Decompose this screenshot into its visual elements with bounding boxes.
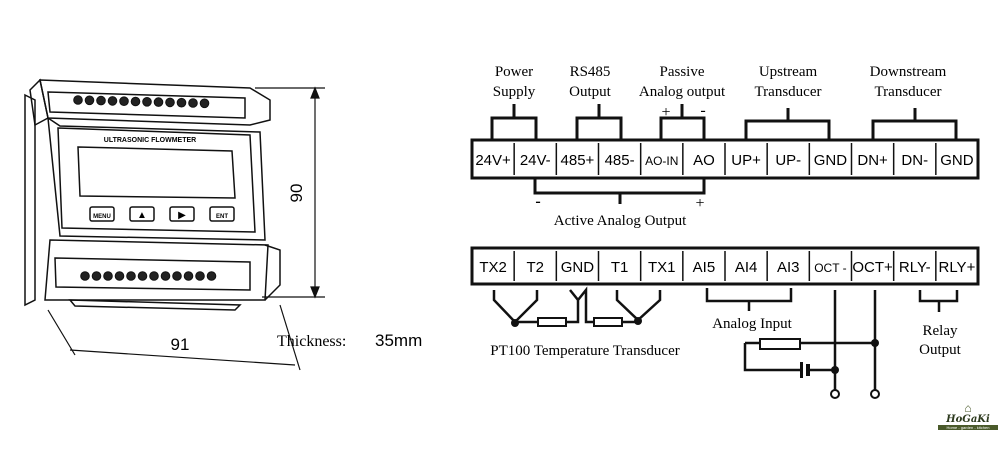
terminal-screw bbox=[206, 271, 217, 281]
terminal-label: UP+ bbox=[731, 152, 761, 169]
terminal-label: AO-IN bbox=[645, 154, 678, 168]
terminal-label: DN+ bbox=[857, 152, 888, 169]
terminal-label: AI3 bbox=[777, 259, 800, 276]
resistors bbox=[537, 317, 880, 399]
dimension-lines bbox=[47, 86, 325, 371]
terminal-screw bbox=[188, 98, 198, 108]
terminal-label: AO bbox=[693, 152, 715, 169]
device-button bbox=[129, 206, 155, 222]
terminal-block-top: 24V+ 24V- 485+ 485- AO-IN AO UP+ UP- GND DN+ DN- GN… bbox=[470, 138, 980, 180]
active-plus: + bbox=[695, 195, 704, 212]
terminal-screw bbox=[142, 97, 152, 107]
terminal-label: GND bbox=[940, 152, 974, 169]
terminal-screw bbox=[107, 96, 118, 106]
terminal-screw bbox=[91, 271, 102, 281]
thickness-label: Thickness: bbox=[277, 333, 346, 350]
terminal-screw bbox=[137, 271, 148, 281]
device-button-label: ▶ bbox=[178, 210, 186, 221]
terminal-label: 24V- bbox=[520, 152, 551, 169]
logo-name: HoGaKi bbox=[946, 414, 990, 425]
upstream-label-1: Upstream bbox=[759, 64, 818, 80]
power-label-2: Supply bbox=[493, 84, 536, 100]
terminal-label: T2 bbox=[526, 259, 544, 276]
device-button bbox=[89, 206, 115, 222]
downstream-label-1: Downstream bbox=[870, 64, 947, 80]
device-button-label: MENU bbox=[93, 214, 111, 220]
terminal-screw bbox=[103, 271, 113, 281]
hogaki-logo: ⌂ HoGaKi Home - garden - kitchen bbox=[938, 402, 998, 430]
terminal-label: 485- bbox=[605, 152, 635, 169]
device-button bbox=[209, 206, 235, 222]
relay-label-2: Output bbox=[919, 342, 962, 358]
terminal-label: AI4 bbox=[735, 259, 758, 276]
terminal-label: 24V+ bbox=[475, 152, 511, 169]
terminal-label: RLY- bbox=[899, 259, 931, 276]
active-minus: - bbox=[535, 193, 540, 210]
terminal-label: OCT+ bbox=[852, 259, 893, 276]
rs485-label-1: RS485 bbox=[570, 64, 611, 80]
terminal-screw bbox=[114, 271, 125, 281]
terminal-screw bbox=[172, 271, 182, 281]
terminal-label: DN- bbox=[901, 152, 928, 169]
device-button bbox=[169, 206, 195, 222]
width-dimension: 91 bbox=[171, 335, 190, 354]
terminal-screw bbox=[149, 271, 159, 281]
terminal-screw bbox=[80, 271, 90, 281]
terminal-screws-bottom bbox=[80, 271, 217, 281]
passive-label-1: Passive bbox=[660, 64, 705, 80]
terminal-screw bbox=[130, 96, 141, 107]
terminal-label: TX2 bbox=[479, 259, 507, 276]
terminal-screw bbox=[73, 95, 83, 105]
terminal-screw bbox=[96, 95, 106, 106]
downstream-label-2: Transducer bbox=[875, 84, 942, 100]
terminal-label: RLY+ bbox=[939, 259, 976, 276]
flowmeter-device bbox=[24, 78, 281, 311]
terminal-label: AI5 bbox=[693, 259, 716, 276]
terminal-label: OCT - bbox=[814, 261, 846, 275]
passive-minus: - bbox=[700, 102, 705, 119]
terminal-block-bottom: TX2 T2 GND T1 TX1 AI5 AI4 AI3 OCT - OCT+ RLY- RLY+ bbox=[470, 246, 980, 286]
terminal-screw bbox=[165, 97, 175, 108]
rs485-label-2: Output bbox=[569, 84, 612, 100]
junction-dots bbox=[511, 317, 879, 378]
terminal-screw bbox=[153, 97, 164, 107]
height-dimension: 90 bbox=[287, 184, 306, 203]
device-buttons: MENU ▲ ▶ ENT bbox=[89, 206, 235, 222]
relay-label-1: Relay bbox=[923, 323, 958, 339]
power-label-1: Power bbox=[495, 64, 533, 80]
upstream-label-2: Transducer bbox=[755, 84, 822, 100]
bottom-wiring bbox=[492, 286, 959, 390]
terminal-label: 485+ bbox=[561, 152, 595, 169]
terminal-screw bbox=[195, 271, 205, 281]
terminal-screw bbox=[183, 271, 194, 281]
pt100-label: PT100 Temperature Transducer bbox=[490, 343, 679, 359]
terminal-screws-top bbox=[73, 95, 210, 109]
terminal-label: TX1 bbox=[648, 259, 676, 276]
house-icon: ⌂ bbox=[964, 401, 972, 415]
top-brackets bbox=[490, 104, 958, 204]
terminal-screw bbox=[119, 96, 129, 106]
passive-label-2: Analog output bbox=[639, 84, 726, 100]
terminal-label: UP- bbox=[775, 152, 801, 169]
device-button-label: ▲ bbox=[137, 210, 147, 221]
terminal-screw bbox=[160, 271, 171, 281]
device-button-label: ENT bbox=[216, 214, 228, 220]
terminal-label: T1 bbox=[611, 259, 629, 276]
active-analog-label: Active Analog Output bbox=[554, 213, 687, 229]
thickness-value: 35mm bbox=[375, 331, 422, 350]
terminal-screw bbox=[176, 97, 187, 108]
terminal-label: GND bbox=[561, 259, 595, 276]
top-group-labels: Power Supply RS485 Output Passive Analog… bbox=[493, 64, 947, 229]
passive-plus: + bbox=[661, 104, 670, 121]
device-brand-label: ULTRASONIC FLOWMETER bbox=[104, 137, 196, 144]
terminal-label: GND bbox=[814, 152, 848, 169]
logo-tagline: Home - garden - kitchen bbox=[938, 425, 998, 430]
analog-input-label: Analog Input bbox=[712, 316, 792, 332]
terminal-screw bbox=[199, 98, 210, 109]
terminal-screw bbox=[84, 95, 95, 106]
terminal-screw bbox=[126, 271, 136, 281]
